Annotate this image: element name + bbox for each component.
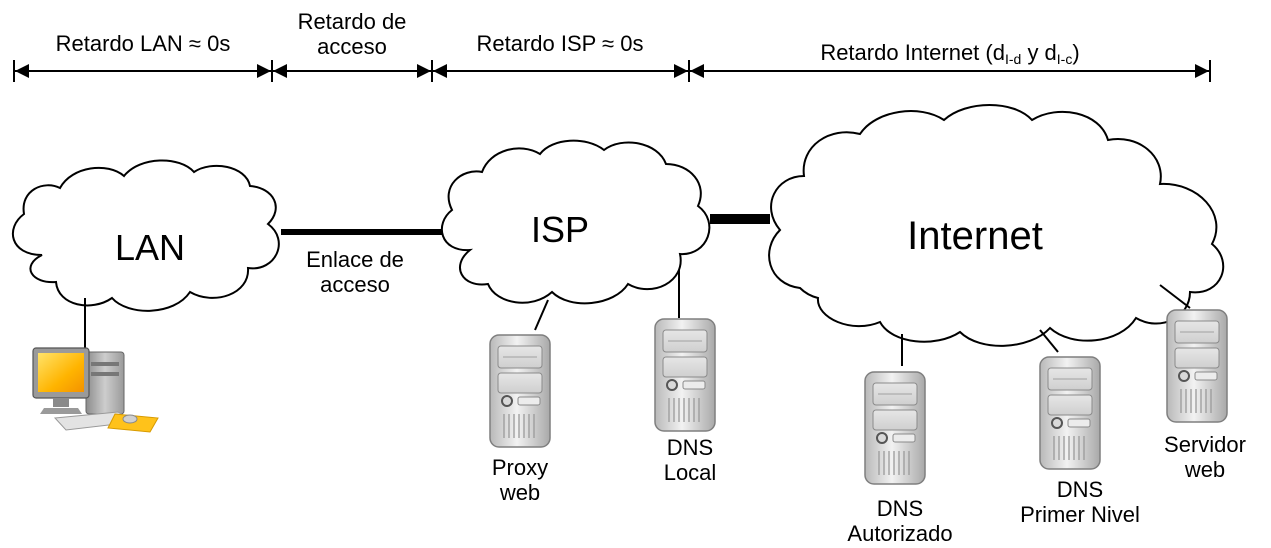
internet-delay-label: Retardo Internet (dI-d y dI-c) [760, 40, 1140, 67]
access-link-line2: acceso [320, 272, 390, 297]
computer-icon [32, 298, 159, 433]
lan-delay-label: Retardo LAN ≈ 0s [55, 31, 231, 56]
access-delay-line1: Retardo de [297, 9, 407, 34]
proxy-label-line1: Proxy [491, 455, 549, 480]
web-server-icon [1166, 309, 1228, 423]
dns-top-label: DNS Primer Nivel [1000, 477, 1160, 527]
web-server-line1: Servidor [1164, 432, 1246, 457]
dns-top-line1: DNS [1056, 477, 1104, 502]
dns-local-server-icon [654, 318, 716, 432]
proxy-server-label: Proxy web [470, 455, 570, 505]
internet-delay-text2: y d [1021, 40, 1057, 65]
access-delay-label: Retardo de acceso [282, 9, 422, 59]
web-server-label: Servidor web [1150, 432, 1260, 482]
dns-top-server-icon [1039, 356, 1101, 470]
dns-local-label: DNS Local [640, 435, 740, 485]
internet-delay-sub2: I-c [1056, 51, 1073, 67]
internet-delay-text1: Retardo Internet (d [820, 40, 1005, 65]
lan-cloud-label: LAN [114, 227, 186, 268]
web-server-line2: web [1184, 457, 1226, 482]
proxy-label-line2: web [499, 480, 541, 505]
lan-cloud [11, 159, 280, 312]
dns-auth-server-icon [864, 371, 926, 485]
internet-cloud-label: Internet [907, 214, 1043, 258]
access-link-label: Enlace de acceso [290, 247, 420, 297]
dns-auth-line2: Autorizado [847, 521, 953, 546]
delay-ruler [13, 60, 1211, 82]
internet-cloud [768, 104, 1224, 347]
access-link-line1: Enlace de [306, 247, 404, 272]
access-delay-line2: acceso [317, 34, 387, 59]
isp-cloud [440, 139, 711, 305]
dns-local-line2: Local [663, 460, 717, 485]
dns-auth-label: DNS Autorizado [835, 496, 965, 546]
proxy-server-icon [489, 334, 551, 448]
internet-delay-sub1: I-d [1004, 51, 1022, 67]
internet-delay-text3: ) [1072, 40, 1080, 65]
dns-auth-line1: DNS [876, 496, 924, 521]
dns-local-line1: DNS [666, 435, 714, 460]
isp-delay-label: Retardo ISP ≈ 0s [476, 31, 644, 56]
isp-cloud-label: ISP [530, 209, 590, 250]
server-connectors [534, 270, 1191, 366]
delay-arrowheads [15, 64, 1209, 78]
dns-top-line2: Primer Nivel [1020, 502, 1140, 527]
